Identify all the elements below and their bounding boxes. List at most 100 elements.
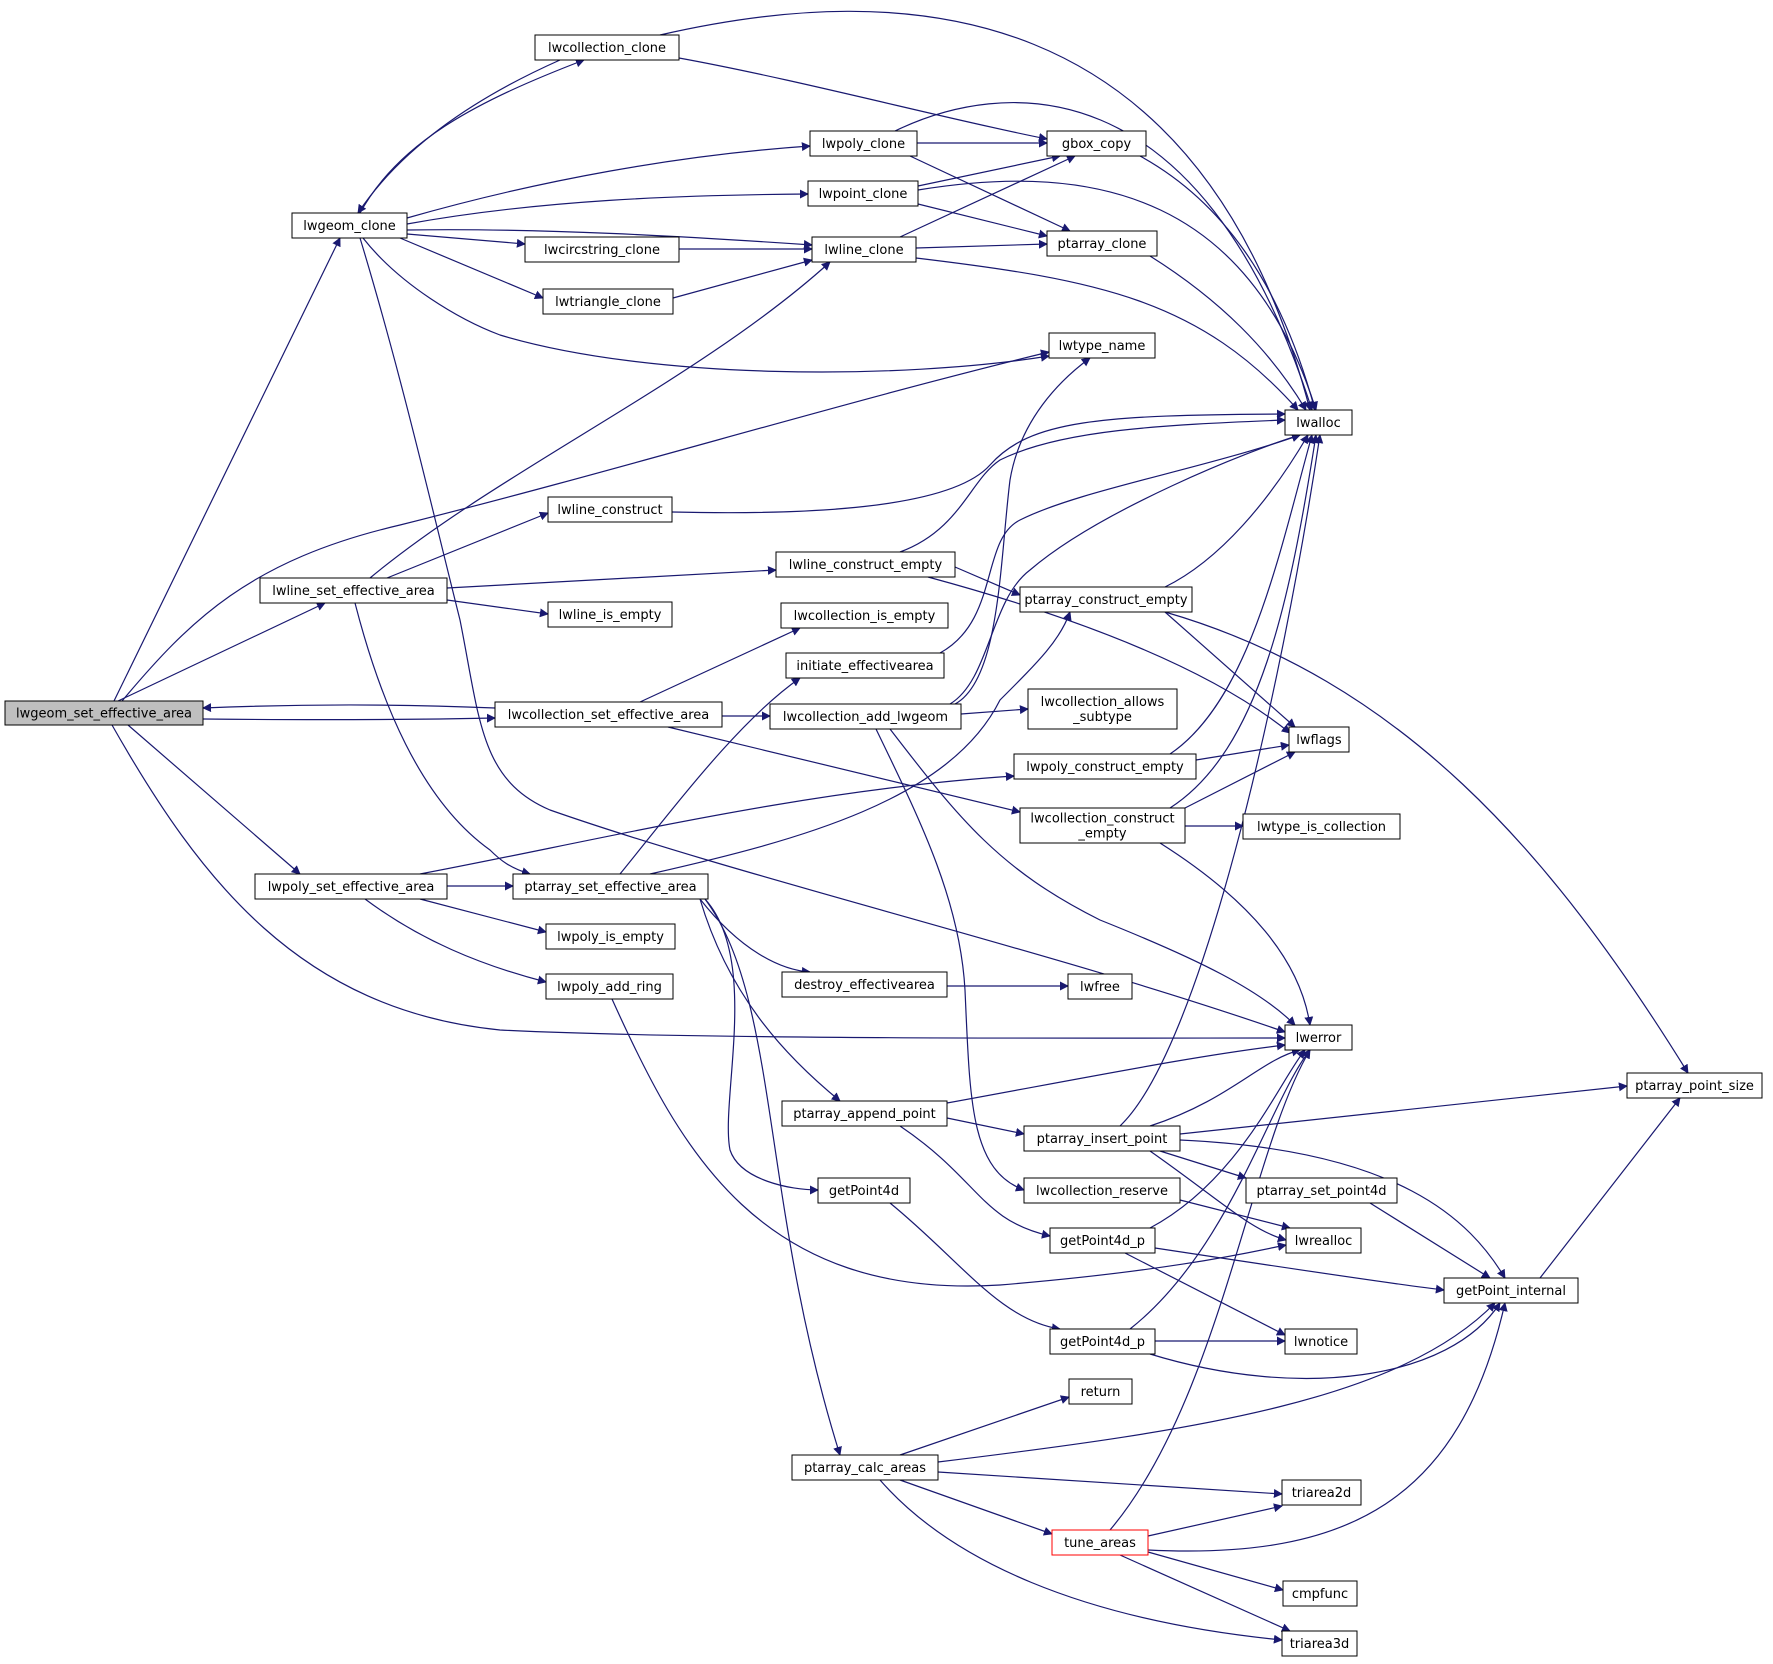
node-label: lwpoly_clone: [822, 137, 905, 152]
edge-lwcollection_add_lwgeom-to-lwcollection_reserve: [875, 728, 1025, 1192]
edge-lwpoly_set_effective_area-to-lwpoly_add_ring: [364, 898, 547, 985]
edge-lwgeom_set_effective_area-to-lwcollection_set_effective_area: [202, 713, 496, 723]
edge-ptarray_insert_point-to-lwalloc: [1119, 434, 1324, 1127]
node-lwflags[interactable]: lwflags: [1288, 726, 1350, 753]
node-ptarray_calc_areas[interactable]: ptarray_calc_areas: [791, 1454, 939, 1481]
node-label: lwerror: [1296, 1031, 1342, 1046]
node-box: [1284, 1328, 1358, 1355]
node-return[interactable]: return: [1068, 1378, 1133, 1405]
node-label: lwflags: [1296, 733, 1342, 748]
node-lwline_construct_empty[interactable]: lwline_construct_empty: [775, 551, 956, 578]
node-lwpoly_set_effective_area[interactable]: lwpoly_set_effective_area: [254, 873, 448, 900]
node-box: [809, 130, 918, 157]
edge-initiate_effectivearea-to-lwalloc: [939, 433, 1301, 654]
edge-lwpoly_set_effective_area-to-lwpoly_is_empty: [419, 898, 547, 935]
node-lwtype_name[interactable]: lwtype_name: [1048, 332, 1156, 359]
node-lwpoly_is_empty[interactable]: lwpoly_is_empty: [545, 923, 676, 950]
node-triarea3d[interactable]: triarea3d: [1281, 1630, 1358, 1657]
node-label: ptarray_set_point4d: [1257, 1184, 1387, 1199]
node-box: [1245, 1177, 1398, 1204]
edge-lwcollection_add_lwgeom-to-lwerror: [889, 728, 1296, 1026]
node-lwcollection_is_empty[interactable]: lwcollection_is_empty: [780, 602, 949, 629]
node-ptarray_insert_point[interactable]: ptarray_insert_point: [1023, 1125, 1181, 1152]
node-ptarray_append_point[interactable]: ptarray_append_point: [781, 1100, 948, 1127]
node-box: [512, 873, 709, 900]
node-lwcollection_clone[interactable]: lwcollection_clone: [534, 34, 680, 61]
node-lwpoly_add_ring[interactable]: lwpoly_add_ring: [545, 973, 674, 1000]
node-lwfree[interactable]: lwfree: [1067, 973, 1133, 1000]
node-destroy_effectivearea[interactable]: destroy_effectivearea: [781, 971, 948, 998]
edge-lwcollection_set_effective_area-to-lwgeom_set_effective_area: [202, 703, 496, 713]
node-lwcircstring_clone[interactable]: lwcircstring_clone: [524, 236, 680, 263]
node-label: ptarray_insert_point: [1037, 1132, 1168, 1147]
edge-ptarray_append_point-to-lwerror: [946, 1041, 1286, 1104]
node-lwline_clone[interactable]: lwline_clone: [811, 236, 917, 263]
node-label: return: [1081, 1385, 1121, 1400]
node-initiate_effectivearea[interactable]: initiate_effectivearea: [785, 652, 945, 679]
node-label: getPoint4d_p: [1060, 1234, 1145, 1249]
edge-ptarray_set_effective_area-to-destroy_effectivearea: [699, 898, 811, 976]
node-lwrealloc[interactable]: lwrealloc: [1285, 1227, 1362, 1254]
node-ptarray_set_point4d[interactable]: ptarray_set_point4d: [1245, 1177, 1398, 1204]
edge-ptarray_calc_areas-to-return: [899, 1395, 1070, 1456]
node-lwpoly_construct_empty[interactable]: lwpoly_construct_empty: [1013, 753, 1197, 780]
node-lwcollection_allows_subtype[interactable]: lwcollection_allows_subtype: [1027, 688, 1178, 730]
node-lwline_is_empty[interactable]: lwline_is_empty: [547, 601, 673, 628]
node-lwgeom_clone[interactable]: lwgeom_clone: [291, 212, 408, 239]
node-lwcollection_add_lwgeom[interactable]: lwcollection_add_lwgeom: [769, 703, 962, 730]
node-label: ptarray_calc_areas: [804, 1461, 926, 1476]
edge-lwgeom_set_effective_area-to-lwerror: [111, 724, 1286, 1043]
node-box: [254, 873, 448, 900]
node-box: [534, 34, 680, 61]
edge-ptarray_calc_areas-to-tune_areas: [899, 1479, 1053, 1536]
node-getPoint4d_p_1[interactable]: getPoint4d_p: [1049, 1227, 1156, 1254]
node-lwpoly_clone[interactable]: lwpoly_clone: [809, 130, 918, 157]
node-gbox_copy[interactable]: gbox_copy: [1046, 130, 1147, 157]
node-box: [1288, 726, 1350, 753]
node-ptarray_clone[interactable]: ptarray_clone: [1046, 230, 1158, 257]
node-lwcollection_set_effective_area[interactable]: lwcollection_set_effective_area: [494, 701, 723, 728]
edge-ptarray_set_effective_area-to-getPoint4d: [704, 898, 819, 1195]
node-label: lwpoly_set_effective_area: [268, 880, 435, 895]
node-box: [545, 973, 674, 1000]
node-label: lwline_construct: [557, 503, 662, 518]
node-label: lwpoint_clone: [819, 187, 908, 202]
node-box: [4, 700, 204, 726]
node-lwpoint_clone[interactable]: lwpoint_clone: [807, 180, 919, 207]
edge-ptarray_set_effective_area-to-initiate_effectivearea: [619, 677, 801, 875]
edge-lwcollection_construct_empty-to-lwflags: [1184, 751, 1296, 809]
node-lwtriangle_clone[interactable]: lwtriangle_clone: [542, 288, 674, 315]
edge-lwpoly_construct_empty-to-lwalloc: [1169, 434, 1315, 755]
node-box: [807, 180, 919, 207]
node-lwcollection_reserve[interactable]: lwcollection_reserve: [1023, 1177, 1181, 1204]
node-label: ptarray_clone: [1058, 237, 1147, 252]
edge-getPoint_internal-to-ptarray_point_size: [1539, 1097, 1681, 1279]
node-ptarray_set_effective_area[interactable]: ptarray_set_effective_area: [512, 873, 709, 900]
node-ptarray_construct_empty[interactable]: ptarray_construct_empty: [1019, 586, 1193, 613]
edge-ptarray_set_effective_area-to-ptarray_calc_areas: [704, 898, 842, 1456]
node-ptarray_point_size[interactable]: ptarray_point_size: [1626, 1072, 1763, 1099]
edge-lwgeom_clone-to-lwpoly_clone: [406, 142, 811, 219]
node-lwgeom_set_effective_area[interactable]: lwgeom_set_effective_area: [4, 700, 204, 726]
node-box: [775, 551, 956, 578]
node-lwcollection_construct_empty[interactable]: lwcollection_construct_empty: [1019, 807, 1186, 844]
node-lwerror[interactable]: lwerror: [1284, 1024, 1353, 1051]
node-getPoint4d[interactable]: getPoint4d: [817, 1177, 911, 1204]
node-label: getPoint4d: [829, 1184, 899, 1199]
node-box: [1019, 807, 1186, 844]
edge-tune_areas-to-cmpfunc: [1147, 1551, 1284, 1593]
node-triarea2d[interactable]: triarea2d: [1281, 1479, 1362, 1506]
edge-getPoint4d_p_1-to-lwnotice: [1124, 1252, 1286, 1336]
node-tune_areas[interactable]: tune_areas: [1051, 1529, 1149, 1556]
node-lwline_set_effective_area[interactable]: lwline_set_effective_area: [259, 577, 448, 604]
node-lwnotice[interactable]: lwnotice: [1284, 1328, 1358, 1355]
node-getPoint_internal[interactable]: getPoint_internal: [1443, 1277, 1579, 1304]
node-label: tune_areas: [1064, 1536, 1136, 1551]
node-cmpfunc[interactable]: cmpfunc: [1282, 1580, 1358, 1607]
node-getPoint4d_p_2[interactable]: getPoint4d_p: [1049, 1328, 1156, 1355]
node-lwalloc[interactable]: lwalloc: [1284, 409, 1353, 436]
node-box: [781, 971, 948, 998]
edge-ptarray_construct_empty-to-lwalloc: [1164, 434, 1309, 588]
node-lwline_construct[interactable]: lwline_construct: [547, 496, 673, 523]
node-lwtype_is_collection[interactable]: lwtype_is_collection: [1242, 813, 1401, 840]
